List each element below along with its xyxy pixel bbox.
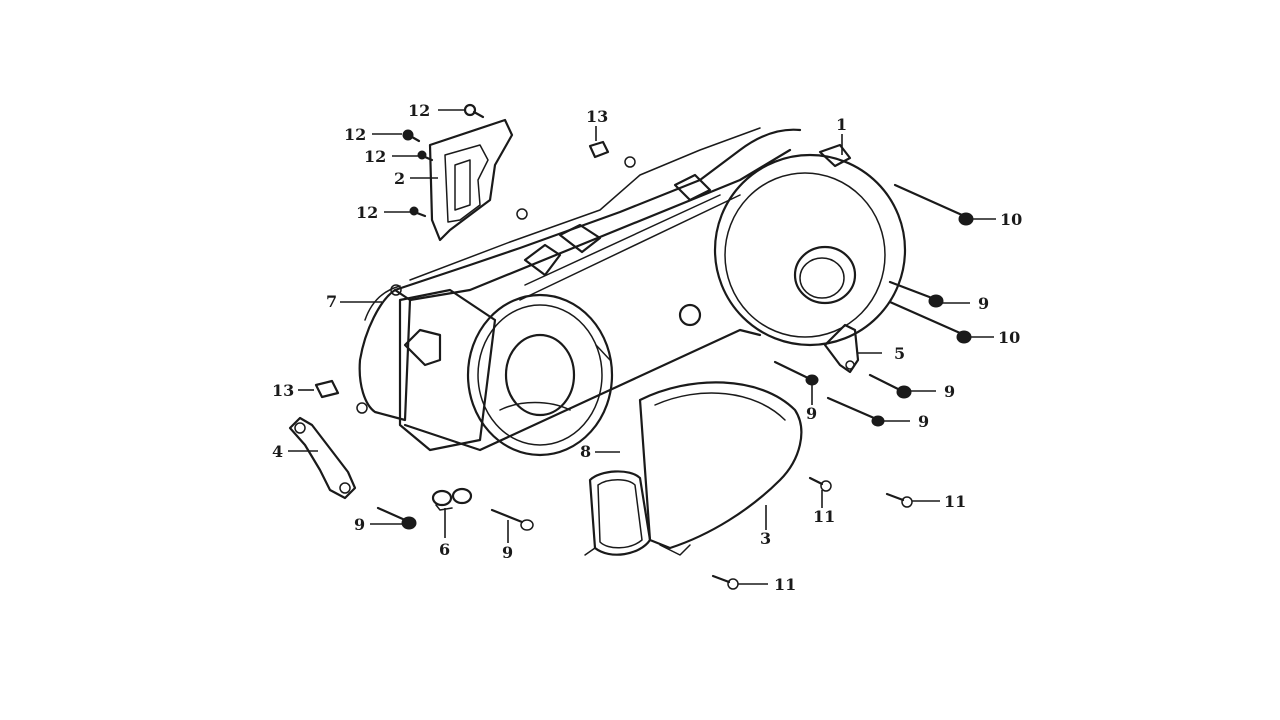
screw-part-12-c [417,150,434,162]
callout-7: 7 [326,292,337,311]
grommet-part-6 [431,487,473,511]
callout-9-mid: 9 [806,404,817,423]
callout-6: 6 [439,540,450,559]
outer-cover-part-1 [398,143,907,457]
bolt-part-9-left [376,506,417,530]
bracket-part-4 [288,416,357,500]
bolt-part-9-mid [773,360,819,386]
callout-3: 3 [760,529,771,548]
callout-5: 5 [894,344,905,363]
callout-11-right: 11 [944,492,966,511]
screw-part-12-b [402,129,421,143]
callout-9-left: 9 [354,515,365,534]
callout-9-center: 9 [502,543,513,562]
callout-12-c: 12 [364,147,386,166]
bolt-part-9-right-top [888,280,944,308]
bolt-part-9-right-mid [868,373,912,399]
callout-11-top: 11 [813,507,835,526]
bolt-part-9-right-low [826,396,885,427]
bolt-part-11-right [885,492,913,508]
bolt-part-9-center [490,508,534,531]
callout-12-d: 12 [356,203,378,222]
callout-9-right-top: 9 [978,294,989,313]
callout-10-bottom: 10 [998,328,1020,347]
callout-1: 1 [836,115,847,134]
callout-11-bottom: 11 [774,575,796,594]
leader-lines [288,109,996,585]
air-duct-hose-part-8 [584,470,652,556]
callout-13-left: 13 [272,381,294,400]
screw-part-12-d [409,206,427,218]
crankcase-cover-part-7 [356,127,802,422]
callout-12-b: 12 [344,125,366,144]
callout-2: 2 [394,169,405,188]
callout-4: 4 [272,442,283,461]
dowel-pin-part-13-left [314,379,340,399]
bolt-part-11-top [808,476,832,492]
bolt-part-11-bottom [711,574,739,590]
callout-10-top: 10 [1000,210,1022,229]
callout-13-top: 13 [586,107,608,126]
callout-9-right-mid: 9 [944,382,955,401]
bolt-part-10-bottom [888,300,972,344]
bracket-part-5 [823,323,860,374]
callout-9-right-low: 9 [918,412,929,431]
air-duct-cover-part-3 [638,381,803,556]
screw-part-12-a [463,103,485,119]
callout-8: 8 [580,442,591,461]
dowel-pin-part-13-top [588,140,610,159]
inspection-plate-part-2 [428,118,514,242]
bolt-part-10-top [893,183,974,226]
callout-12-a: 12 [408,101,430,120]
